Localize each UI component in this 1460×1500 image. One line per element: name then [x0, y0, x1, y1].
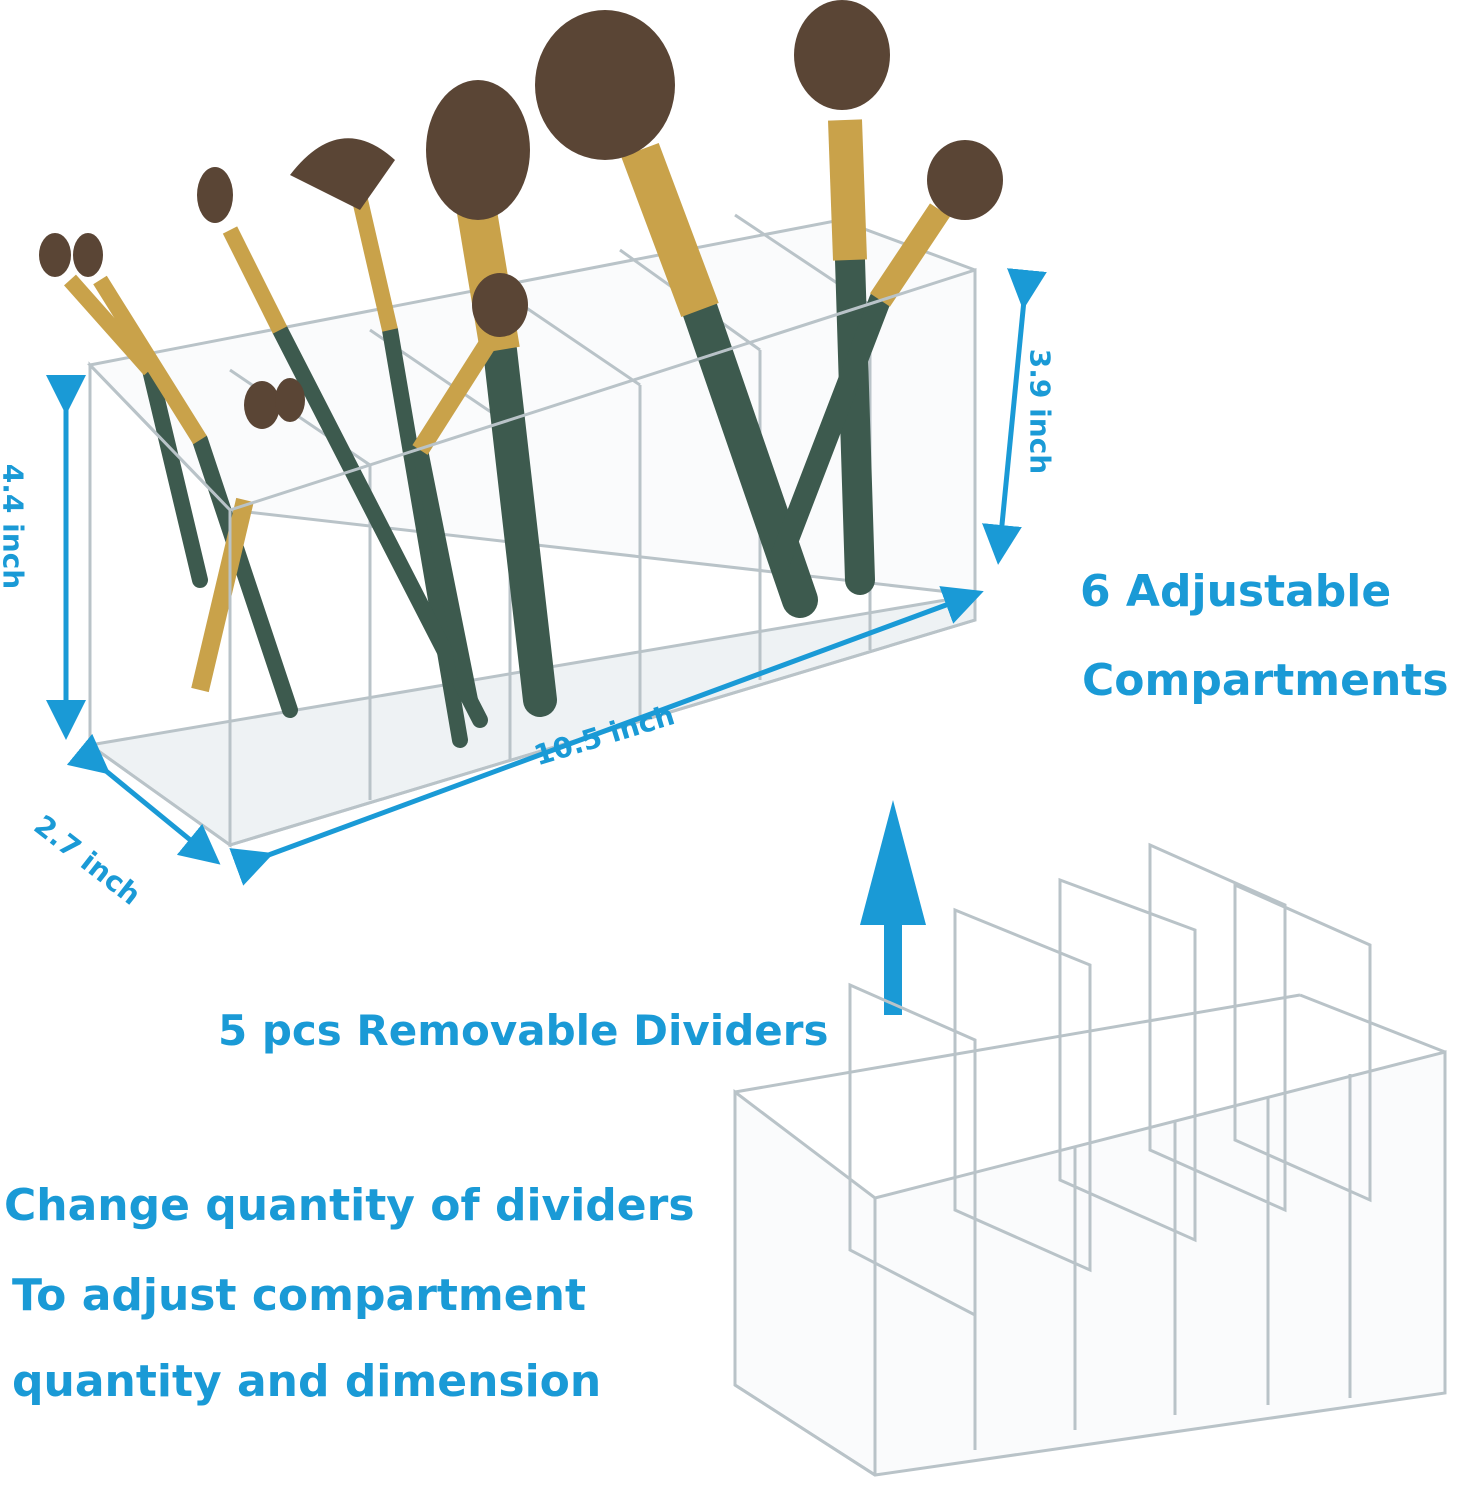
height-front-label: 4.4 inch: [0, 463, 30, 590]
change-caption-line1: Change quantity of dividers: [4, 1180, 695, 1231]
organizer-with-brushes: [39, 0, 1003, 848]
change-caption-line2: To adjust compartment: [12, 1270, 586, 1321]
height-back-label: 3.9 inch: [1023, 348, 1057, 475]
dividers-caption: 5 pcs Removable Dividers: [218, 1006, 829, 1055]
compartments-title-line2: Compartments: [1082, 655, 1449, 706]
change-caption-line3: quantity and dimension: [12, 1356, 602, 1407]
dimension-arrows: [46, 268, 1047, 886]
compartments-title-line1: 6 Adjustable: [1080, 566, 1392, 617]
brush: [39, 233, 208, 588]
organizer-empty: [733, 842, 1447, 1477]
up-arrow-icon: [860, 800, 926, 1015]
brush: [191, 378, 305, 693]
brush: [769, 140, 1003, 571]
brush: [794, 0, 890, 595]
